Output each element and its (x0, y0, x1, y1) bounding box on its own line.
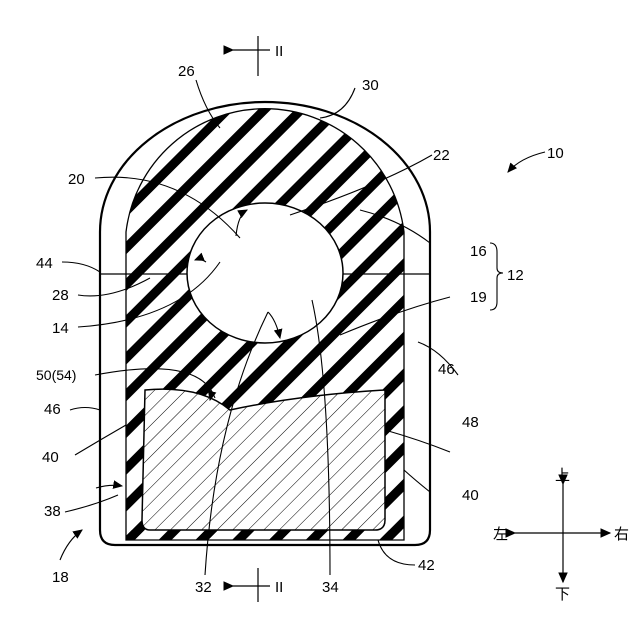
ref-42: 42 (418, 557, 435, 574)
ref-22: 22 (433, 147, 450, 164)
section-mark-bottom-label: II (275, 579, 283, 596)
ref-18: 18 (52, 569, 69, 586)
ref-19: 19 (470, 289, 487, 306)
ref-32: 32 (195, 579, 212, 596)
ref-12: 12 (507, 267, 524, 284)
direction-right: 右 (614, 526, 629, 543)
arrow-10 (508, 152, 545, 172)
ref-48: 48 (462, 414, 479, 431)
ref-14: 14 (52, 320, 69, 337)
ref-40-right: 40 (462, 487, 479, 504)
ref-50-54: 50(54) (36, 367, 76, 383)
direction-down: 下 (555, 586, 570, 603)
direction-up: 上 (555, 467, 570, 484)
ref-34: 34 (322, 579, 339, 596)
ref-30: 30 (362, 77, 379, 94)
bracket-12 (490, 243, 503, 310)
arrow-18 (60, 530, 82, 560)
ref-46-right: 46 (438, 361, 455, 378)
insert-block-hatch (142, 389, 385, 530)
ref-28: 28 (52, 287, 69, 304)
direction-indicator: 上 下 左 右 (493, 467, 629, 603)
ref-10: 10 (547, 145, 564, 162)
central-hole (187, 203, 343, 343)
ref-38: 38 (44, 503, 61, 520)
section-mark-bottom: II (233, 568, 283, 602)
inner-bottom-band (126, 530, 404, 540)
ref-44: 44 (36, 255, 53, 272)
ref-20: 20 (68, 171, 85, 188)
section-mark-top-label: II (275, 43, 283, 60)
ref-26: 26 (178, 63, 195, 80)
ref-40-left: 40 (42, 449, 59, 466)
ref-16: 16 (470, 243, 487, 260)
ref-46-left: 46 (44, 401, 61, 418)
direction-left: 左 (493, 526, 508, 543)
section-mark-top: II (233, 36, 283, 76)
